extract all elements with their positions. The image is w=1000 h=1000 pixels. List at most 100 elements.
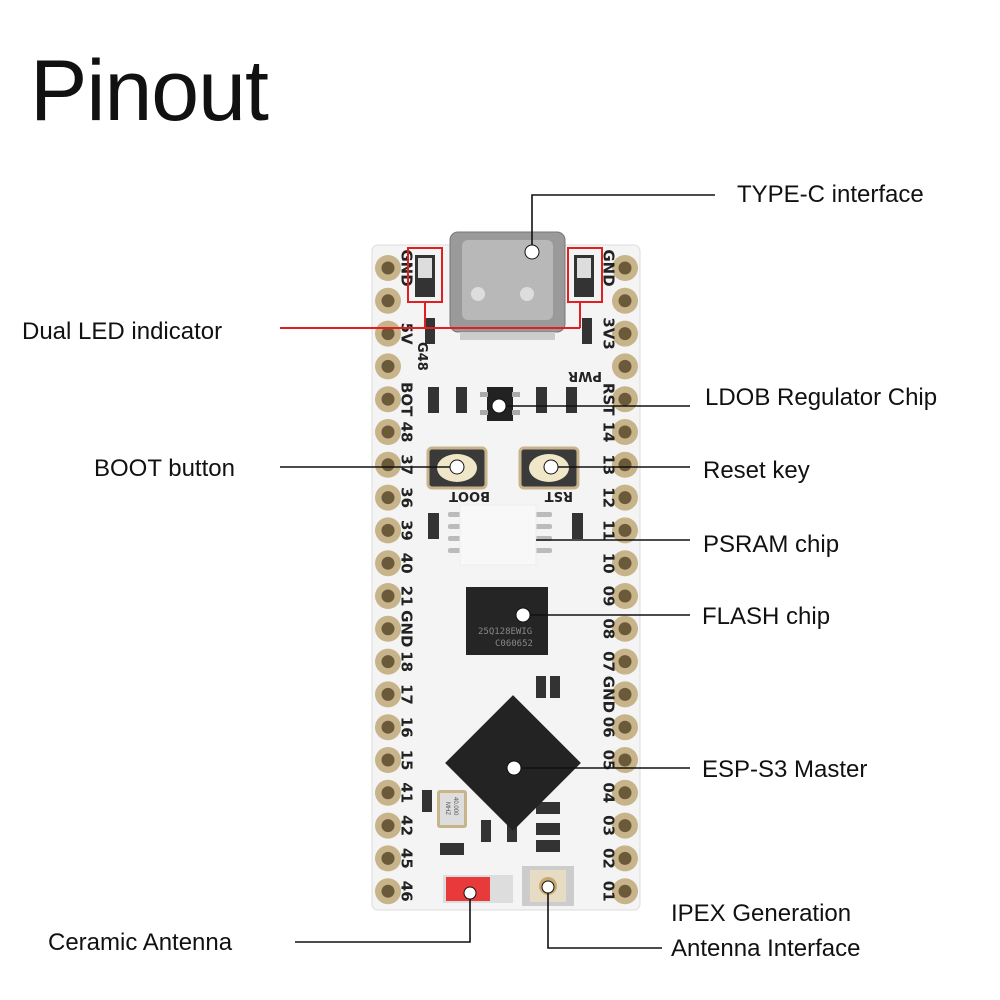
pin-pad-left-1 <box>375 255 401 281</box>
pin-label-right-18: 03 <box>600 815 618 836</box>
callout-flash: FLASH chip <box>702 603 831 630</box>
crystal-marking-line-2: MHZ <box>444 802 450 815</box>
pin-pad-right-9 <box>612 517 638 544</box>
pin-pad-left-4 <box>375 353 401 380</box>
callout-ipex-1: IPEX Generation <box>671 900 852 927</box>
pin-pad-right-19 <box>612 845 638 872</box>
pin-label-left-20: 46 <box>398 881 416 902</box>
flash-chip <box>466 587 548 655</box>
pin-pad-left-9 <box>375 517 401 544</box>
pin-pad-left-13 <box>375 648 401 675</box>
pin-label-right-14: GND <box>600 676 618 713</box>
flash-marking-line-2: C060652 <box>495 639 533 649</box>
pin-label-right-9: 11 <box>600 520 618 541</box>
pin-label-left-19: 45 <box>398 848 416 869</box>
pin-label-right-13: 07 <box>600 651 618 672</box>
pin-pad-right-7 <box>612 451 638 478</box>
pin-label-left-15: 16 <box>398 717 416 738</box>
callout-led: Dual LED indicator <box>22 318 223 345</box>
pin-pad-right-15 <box>612 714 638 741</box>
typec-callout-line <box>531 194 715 252</box>
pin-pad-left-18 <box>375 812 401 839</box>
pin-label-left-3: 5V <box>398 323 416 345</box>
pin-pad-left-5 <box>375 386 401 413</box>
pin-pad-left-2 <box>375 287 401 314</box>
pin-label-left-6: 48 <box>398 422 416 443</box>
crystal-marking-line-1: 40.000 <box>452 797 458 816</box>
pin-label-right-8: 12 <box>600 487 618 508</box>
silk-boot: BOOT <box>449 488 490 503</box>
pin-pad-right-6 <box>612 419 638 445</box>
pin-label-right-5: RST <box>600 383 618 416</box>
pin-pad-right-10 <box>612 550 638 577</box>
pin-label-right-1: GND <box>600 249 618 286</box>
pin-label-left-16: 15 <box>398 750 416 771</box>
pin-label-right-10: 10 <box>600 553 618 574</box>
pin-label-left-11: 21 <box>398 586 416 607</box>
pin-label-left-12: GND <box>398 610 416 647</box>
pin-pad-right-2 <box>612 287 638 314</box>
callout-boot: BOOT button <box>94 455 235 482</box>
callout-esp: ESP-S3 Master <box>702 756 868 783</box>
pin-label-left-7: 37 <box>398 454 416 475</box>
callout-ldo: LDOB Regulator Chip <box>705 384 938 411</box>
pin-label-right-6: 14 <box>600 422 618 443</box>
ipex-callout-line <box>547 887 662 949</box>
pin-pad-left-6 <box>375 419 401 445</box>
pin-pad-right-11 <box>612 583 638 609</box>
pin-pad-right-17 <box>612 779 638 806</box>
pin-pad-right-18 <box>612 812 638 839</box>
silk-pwr: PWR <box>568 368 602 383</box>
pin-pad-right-3 <box>612 320 638 347</box>
callout-ceramic: Ceramic Antenna <box>48 929 233 956</box>
pin-pad-left-16 <box>375 747 401 773</box>
pin-pad-right-14 <box>612 681 638 708</box>
pin-pad-left-20 <box>375 878 401 905</box>
pin-label-right-15: 06 <box>600 717 618 738</box>
callout-ipex-2: Antenna Interface <box>671 935 861 962</box>
callout-psram: PSRAM chip <box>703 531 840 558</box>
callout-reset: Reset key <box>703 457 810 484</box>
pin-label-left-5: BOT <box>398 382 416 417</box>
callout-typec: TYPE-C interface <box>737 181 924 208</box>
pin-pad-right-13 <box>612 648 638 675</box>
psram-chip <box>459 504 537 566</box>
pin-label-right-16: 05 <box>600 750 618 771</box>
pin-label-left-1: GND <box>398 249 416 286</box>
pin-pad-left-3 <box>375 320 401 347</box>
pin-label-right-20: 01 <box>600 881 618 902</box>
pin-label-right-11: 09 <box>600 586 618 607</box>
pin-pad-left-7 <box>375 451 401 478</box>
pin-label-left-8: 36 <box>398 487 416 508</box>
silk-rst: RST <box>545 488 573 503</box>
pin-label-left-14: 17 <box>398 684 416 705</box>
pin-label-right-7: 13 <box>600 454 618 475</box>
silk-g48: G48 <box>414 342 429 371</box>
pin-pad-left-19 <box>375 845 401 872</box>
pin-label-right-12: 08 <box>600 618 618 639</box>
pin-pad-left-12 <box>375 615 401 642</box>
pin-pad-right-1 <box>612 255 638 281</box>
pin-label-left-10: 40 <box>398 553 416 574</box>
pin-label-left-9: 39 <box>398 520 416 541</box>
pin-label-right-19: 02 <box>600 848 618 869</box>
pin-pad-left-10 <box>375 550 401 577</box>
pin-pad-left-14 <box>375 681 401 708</box>
pin-label-right-3: 3V3 <box>600 317 618 349</box>
pin-pad-right-4 <box>612 353 638 380</box>
pin-label-left-17: 41 <box>398 782 416 803</box>
pin-label-right-17: 04 <box>600 782 618 803</box>
pin-label-left-13: 18 <box>398 651 416 672</box>
pin-pad-left-17 <box>375 779 401 806</box>
pin-pad-right-20 <box>612 878 638 905</box>
flash-marking-line-1: 25Q128EWIG <box>478 627 532 637</box>
pin-label-left-18: 42 <box>398 815 416 836</box>
pin-pad-right-12 <box>612 615 638 642</box>
pin-pad-right-8 <box>612 484 638 511</box>
ceramic-callout-line <box>295 893 471 943</box>
pin-pad-left-15 <box>375 714 401 741</box>
pin-pad-left-11 <box>375 583 401 609</box>
led-highlight-right <box>567 247 603 303</box>
pin-pad-left-8 <box>375 484 401 511</box>
